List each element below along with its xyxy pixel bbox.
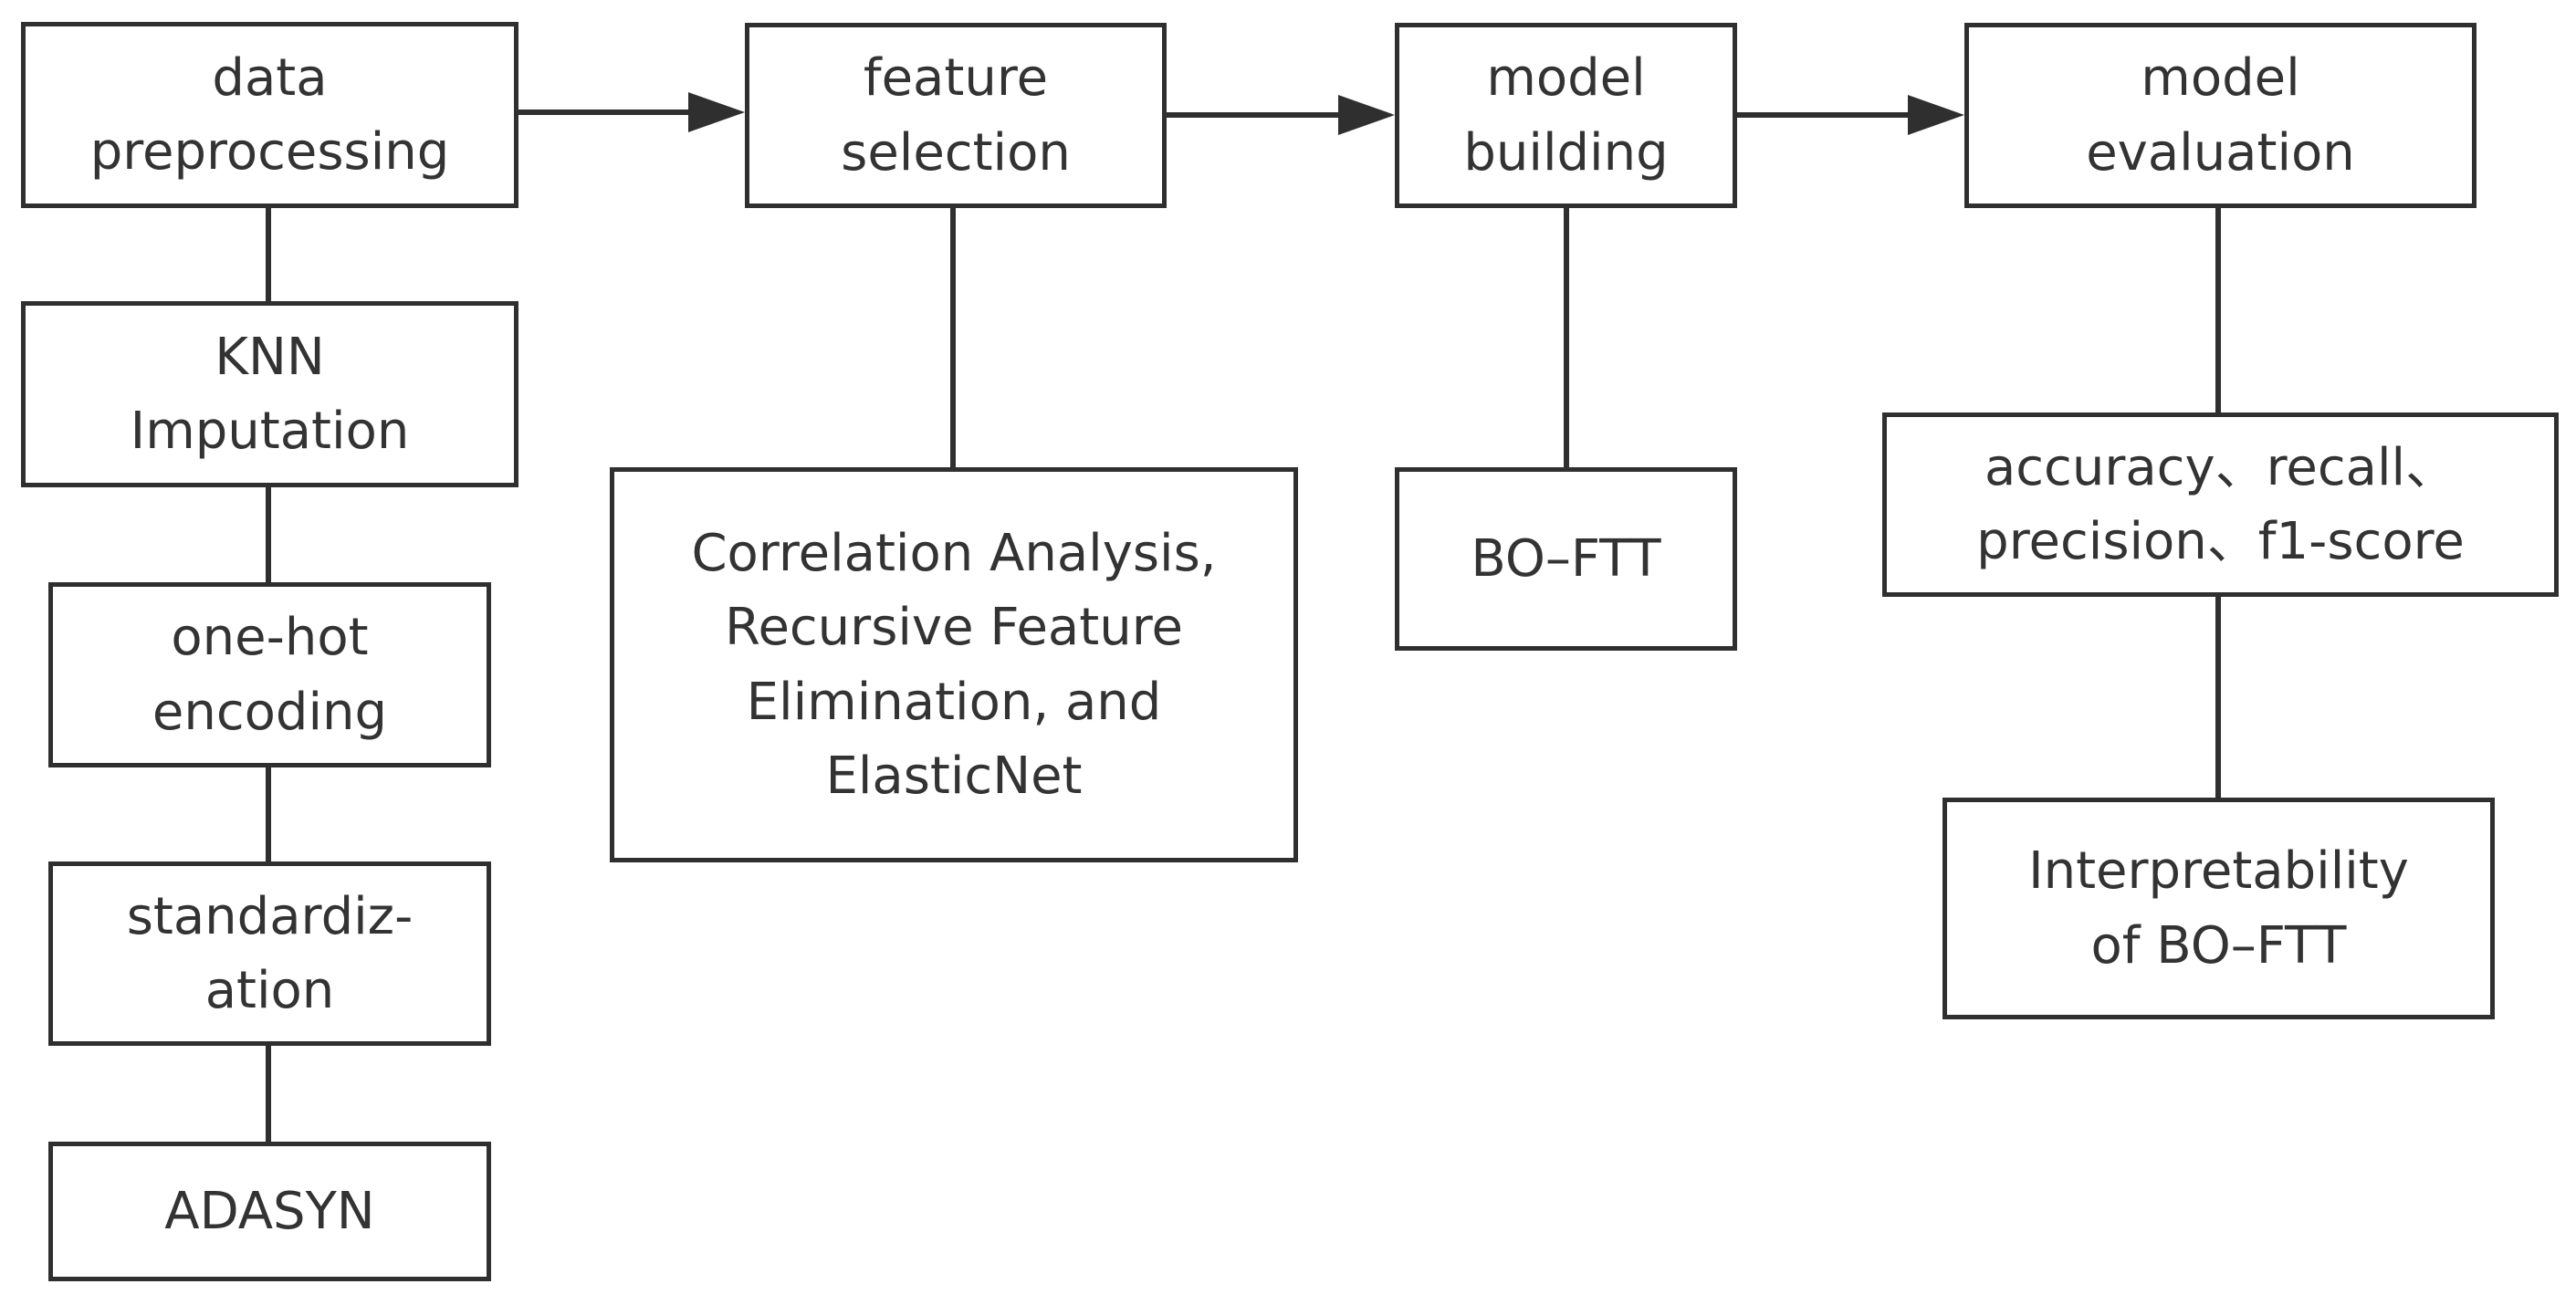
step-adasyn: ADASYN [48, 1142, 491, 1281]
stage-data-preprocessing: data preprocessing [21, 22, 518, 208]
step-one-hot-encoding-label: one-hot encoding [152, 608, 388, 742]
stage-model-evaluation: model evaluation [1964, 23, 2477, 208]
model-bo-ftt: BO–FTT [1395, 467, 1737, 651]
step-one-hot-encoding: one-hot encoding [48, 582, 491, 767]
interpretability-bo-ftt-label: Interpretability of BO–FTT [2028, 841, 2409, 976]
stage-data-preprocessing-label: data preprocessing [89, 47, 450, 182]
model-bo-ftt-label: BO–FTT [1471, 528, 1661, 589]
stage-model-evaluation-label: model evaluation [2086, 48, 2355, 183]
feature-selection-methods: Correlation Analysis, Recursive Feature … [610, 467, 1298, 862]
stage-arrows [518, 92, 1964, 135]
step-knn-imputation-label: KNN Imputation [130, 327, 410, 461]
evaluation-metrics-label: accuracy、recall、 precision、f1-score [1976, 437, 2465, 571]
step-standardization-label: standardiz- ation [126, 886, 414, 1020]
step-standardization: standardiz- ation [48, 861, 491, 1046]
stage-feature-selection-label: feature selection [841, 48, 1071, 183]
arrowhead-model-evaluation [1908, 95, 1964, 135]
stage-feature-selection: feature selection [745, 23, 1167, 208]
step-adasyn-label: ADASYN [164, 1181, 375, 1241]
evaluation-metrics: accuracy、recall、 precision、f1-score [1882, 412, 2559, 597]
arrowhead-model-building [1338, 95, 1395, 135]
vertical-connectors [266, 208, 2221, 1142]
step-knn-imputation: KNN Imputation [21, 301, 518, 487]
stage-model-building-label: model building [1463, 48, 1669, 183]
feature-selection-methods-label: Correlation Analysis, Recursive Feature … [691, 524, 1217, 806]
stage-model-building: model building [1395, 23, 1737, 208]
arrowhead-feature-selection [688, 92, 745, 132]
interpretability-bo-ftt: Interpretability of BO–FTT [1942, 798, 2495, 1019]
